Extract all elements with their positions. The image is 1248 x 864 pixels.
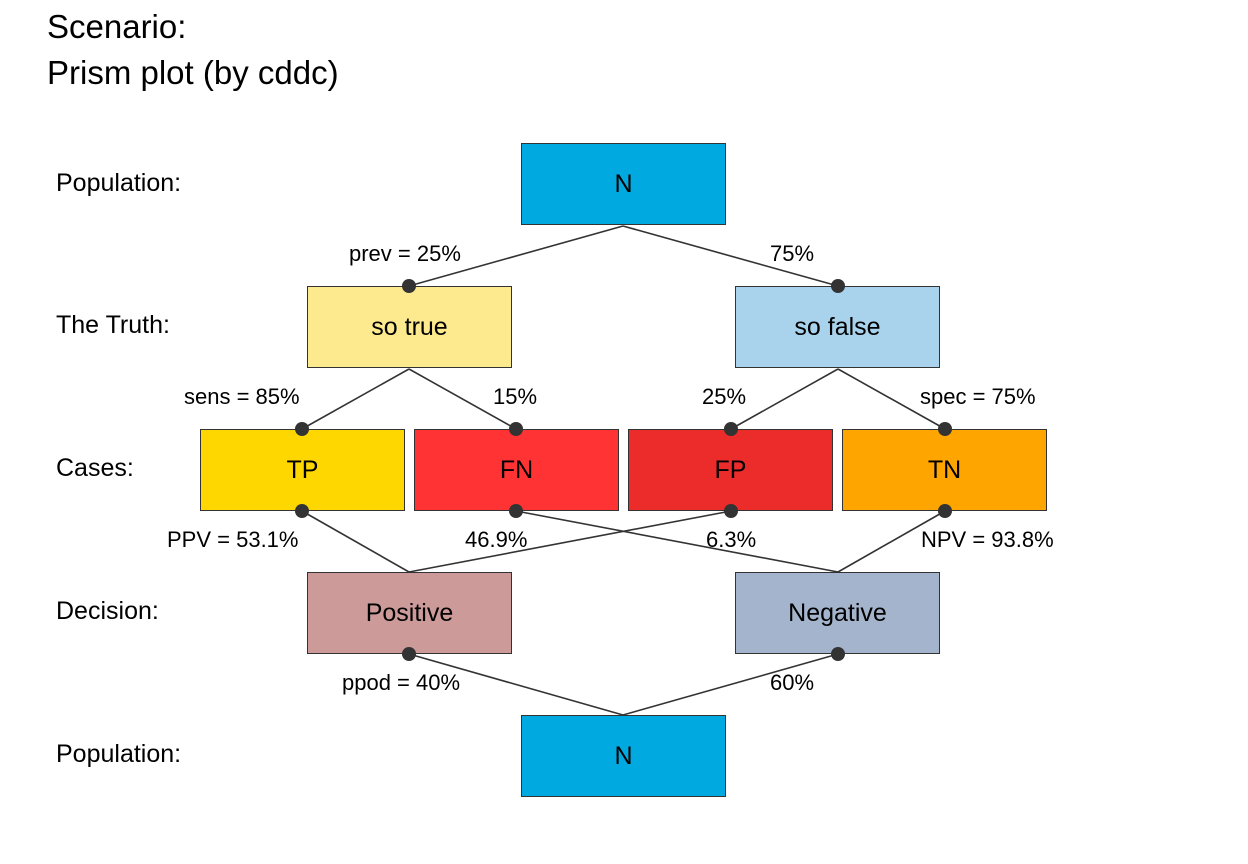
link-negative-to-n (622, 653, 839, 716)
node-fn-label: FN (499, 455, 534, 484)
row-label-decision: Decision: (56, 597, 159, 625)
dot-tn-top (938, 422, 952, 436)
label-spec: spec = 75% (920, 384, 1036, 409)
row-label-population-top: Population: (56, 169, 182, 197)
label-fn-rate: 15% (493, 384, 538, 409)
node-so-true-label: so true (371, 312, 448, 341)
label-ppod-complement: 60% (770, 670, 815, 695)
node-n-top: N (521, 143, 726, 225)
node-tn: TN (842, 429, 1047, 511)
label-fp-rate: 25% (702, 384, 747, 409)
link-false-to-tn (837, 368, 946, 430)
dot-fp-top (724, 422, 738, 436)
label-ppv: PPV = 53.1% (167, 527, 299, 552)
link-false-to-fp (730, 368, 839, 430)
row-label-cases: Cases: (56, 454, 134, 482)
link-tn-to-negative (837, 510, 946, 573)
node-tp-label: TP (286, 455, 319, 484)
node-negative-label: Negative (788, 598, 887, 627)
node-negative: Negative (735, 572, 940, 654)
label-fn-share: 46.9% (465, 527, 528, 552)
label-npv: NPV = 93.8% (921, 527, 1054, 552)
label-prev-complement: 75% (770, 241, 815, 266)
link-true-to-tp (301, 368, 410, 430)
row-label-truth: The Truth: (56, 311, 170, 339)
node-n-top-label: N (614, 169, 633, 198)
node-fn: FN (414, 429, 619, 511)
node-so-false: so false (735, 286, 940, 368)
link-fn-to-negative (515, 510, 839, 573)
link-fp-to-positive (408, 510, 732, 573)
node-n-bottom-label: N (614, 741, 633, 770)
dot-fn-bottom (509, 504, 523, 518)
dot-so-false-top (831, 279, 845, 293)
link-n-to-false (622, 225, 839, 287)
dot-fn-top (509, 422, 523, 436)
label-fp-share: 6.3% (706, 527, 757, 552)
dot-tn-bottom (938, 504, 952, 518)
dot-fp-bottom (724, 504, 738, 518)
link-n-to-true (408, 225, 624, 287)
dot-tp-top (295, 422, 309, 436)
dot-negative-bottom (831, 647, 845, 661)
link-positive-to-n (408, 653, 624, 716)
label-prev: prev = 25% (349, 241, 461, 266)
diagram-title-line2: Prism plot (by cddc) (47, 54, 339, 91)
dot-positive-bottom (402, 647, 416, 661)
link-tp-to-positive (301, 510, 410, 573)
node-tn-label: TN (927, 455, 962, 484)
link-true-to-fn (408, 368, 517, 430)
row-label-population-bottom: Population: (56, 740, 182, 768)
label-sens: sens = 85% (184, 384, 300, 409)
dot-so-true-top (402, 279, 416, 293)
label-ppod: ppod = 40% (342, 670, 461, 695)
diagram-title-line1: Scenario: (47, 8, 187, 45)
node-positive: Positive (307, 572, 512, 654)
node-positive-label: Positive (365, 598, 454, 627)
dot-tp-bottom (295, 504, 309, 518)
node-fp-label: FP (714, 455, 747, 484)
node-so-false-label: so false (794, 312, 881, 341)
